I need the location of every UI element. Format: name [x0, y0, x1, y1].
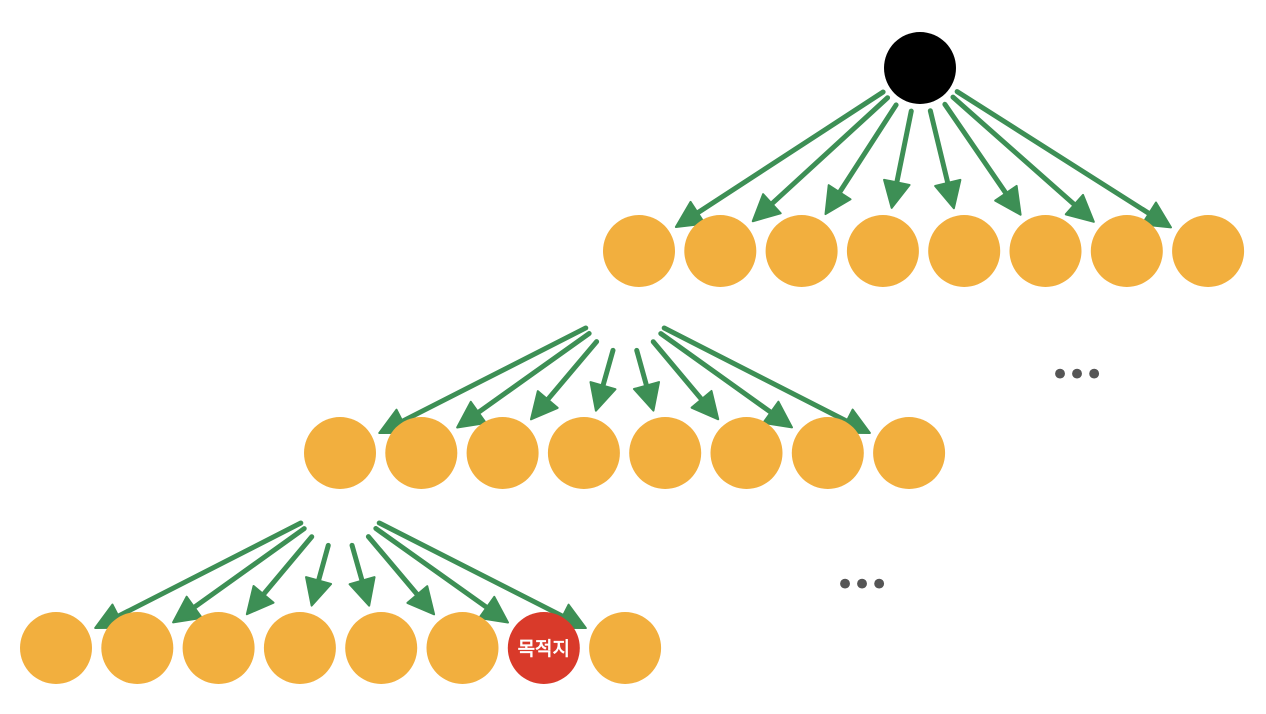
edge-level-3-3: [258, 534, 315, 600]
node-level-1-1: [603, 215, 675, 287]
ellipsis-lower: •••: [835, 565, 889, 605]
node-level-2-8: [873, 417, 946, 489]
arrow-head-level-1-3: [824, 184, 852, 216]
node-level-1-8: [1172, 215, 1245, 287]
edge-level-2-6: [650, 339, 707, 405]
node-level-1-5: [928, 215, 1001, 287]
edge-level-1-8: [954, 89, 1155, 219]
arrow-head-level-1-4: [883, 178, 911, 209]
arrow-head-level-1-2: [751, 193, 782, 223]
ellipsis-upper: •••: [1050, 355, 1104, 395]
node-level-1-4: [846, 215, 919, 287]
edge-level-1-6: [942, 101, 1011, 200]
node-level-3-6: [426, 612, 499, 684]
node-level-3-8: [589, 612, 662, 684]
node-level-3-5: [345, 612, 418, 684]
target-node: [507, 612, 580, 684]
arrow-head-level-2-7: [762, 400, 794, 429]
arrow-head-level-3-3: [245, 584, 275, 616]
edge-level-3-4: [314, 542, 331, 587]
edge-level-2-3: [542, 339, 600, 406]
arrow-head-level-2-2: [456, 400, 487, 429]
node-level-2-6: [710, 417, 783, 489]
arrow-head-level-3-6: [406, 585, 436, 616]
node-level-3-4: [263, 612, 336, 684]
edge-level-2-2: [472, 331, 592, 418]
edge-level-1-4: [893, 108, 914, 189]
edge-level-1-3: [834, 102, 899, 199]
arrow-head-level-3-2: [172, 595, 203, 624]
node-level-2-5: [629, 417, 702, 489]
node-level-2-1: [304, 417, 376, 489]
edge-level-2-4: [599, 347, 616, 393]
arrow-head-level-2-3: [529, 390, 559, 421]
node-level-1-3: [765, 215, 838, 287]
edge-level-2-5: [634, 347, 651, 392]
root-node: [884, 32, 956, 104]
edge-level-1-5: [927, 108, 952, 190]
node-level-1-2: [684, 215, 757, 287]
node-level-1-6: [1009, 215, 1082, 287]
edge-level-3-8: [376, 520, 569, 621]
arrow-head-level-2-4: [589, 381, 617, 412]
arrow-head-level-1-7: [1064, 193, 1095, 223]
node-level-3-2: [101, 612, 174, 684]
arrow-head-level-3-5: [348, 576, 376, 607]
node-level-2-4: [547, 417, 620, 489]
edge-level-3-1: [112, 520, 304, 621]
node-level-2-3: [466, 417, 539, 489]
target-label: 목적지: [518, 638, 570, 660]
node-level-1-7: [1090, 215, 1163, 287]
node-level-3-3: [182, 612, 255, 684]
arrow-head-level-3-7: [478, 595, 509, 624]
tree-nodes: 목적지: [20, 32, 1245, 684]
node-level-2-7: [791, 417, 864, 489]
edge-level-3-5: [349, 542, 366, 588]
arrow-head-level-1-8: [1141, 201, 1172, 229]
edge-level-3-2: [188, 526, 307, 613]
edge-level-2-8: [661, 325, 853, 426]
node-level-2-2: [385, 417, 458, 489]
arrow-head-level-1-6: [994, 184, 1022, 216]
tree-edges: [94, 89, 1172, 630]
arrow-head-level-2-5: [632, 381, 661, 412]
edge-level-1-2: [766, 95, 891, 209]
arrow-head-level-1-5: [934, 178, 962, 210]
edge-level-2-1: [396, 325, 589, 426]
edge-level-3-6: [365, 534, 423, 601]
edge-level-2-7: [658, 331, 777, 418]
node-level-3-1: [20, 612, 92, 684]
edge-level-3-7: [373, 526, 493, 613]
arrow-head-level-2-6: [690, 389, 720, 421]
edge-level-1-7: [950, 94, 1080, 210]
arrow-head-level-3-4: [305, 576, 333, 607]
arrow-head-level-1-1: [674, 200, 706, 228]
edge-level-1-1: [691, 89, 886, 218]
